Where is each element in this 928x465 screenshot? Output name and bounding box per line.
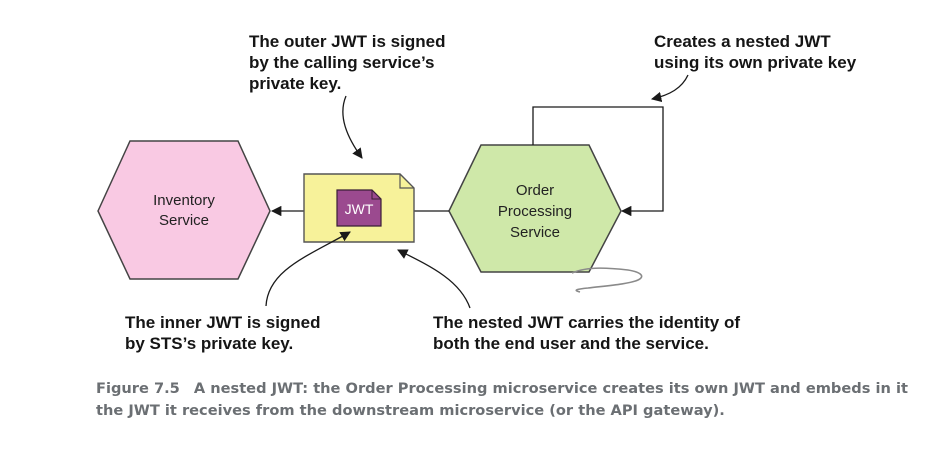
inventory-label-line2: Service [159, 212, 209, 229]
order-processing-service-node: Order Processing Service [448, 144, 622, 273]
nested-creation-annotation: Creates a nested JWT using its own priva… [654, 32, 857, 72]
inner-jwt-fold [371, 190, 381, 200]
order-label-line2: Processing [498, 203, 572, 220]
figure-caption-text: A nested JWT: the Order Processing micro… [96, 380, 908, 419]
inventory-service-hexagon [97, 140, 271, 280]
inventory-label-line1: Inventory [153, 192, 215, 209]
order-label-line1: Order [516, 182, 554, 199]
decorative-squiggle [571, 267, 643, 293]
inventory-service-node: Inventory Service [97, 140, 271, 280]
inner-jwt-document [336, 189, 382, 227]
outer-jwt-leader-arrow [342, 95, 363, 159]
inner-jwt-annotation: The inner JWT is signed by STS’s private… [125, 313, 321, 353]
self-loop-connector [532, 106, 664, 217]
outer-jwt-annotation: The outer JWT is signed by the calling s… [249, 32, 446, 93]
outer-jwt-document: JWT [303, 173, 415, 243]
nested-identity-leader-arrow [397, 249, 471, 309]
nested-creation-leader-arrow [650, 74, 689, 103]
outer-jwt-fold [399, 174, 414, 189]
nested-identity-annotation: The nested JWT carries the identity of b… [433, 313, 741, 353]
inner-jwt-label: JWT [345, 201, 374, 217]
inner-jwt-leader-arrow [265, 231, 351, 307]
order-label-line3: Service [510, 224, 560, 241]
figure-number: Figure 7.5 [96, 380, 180, 397]
